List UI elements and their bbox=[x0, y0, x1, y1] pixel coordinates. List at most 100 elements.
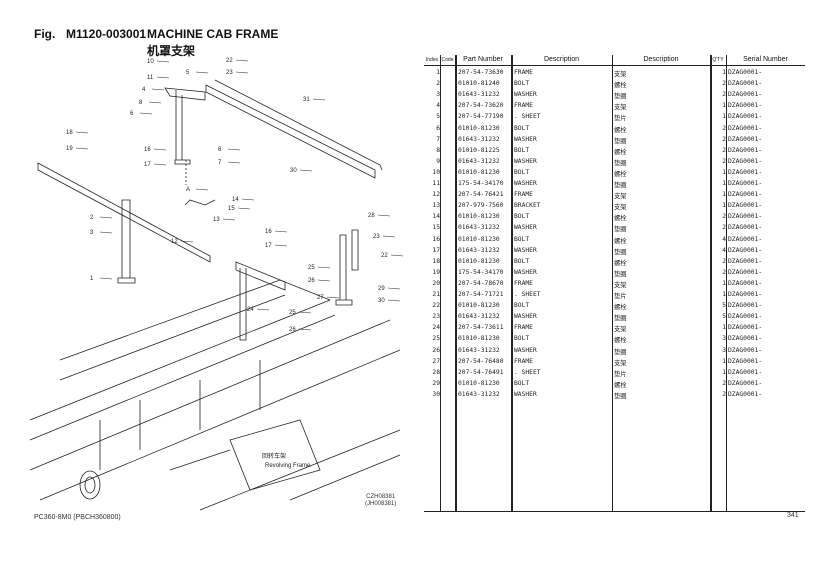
row-description-cn: 螺栓 bbox=[614, 126, 627, 134]
row-description-cn: 垫圈 bbox=[614, 248, 627, 256]
callout-label: 6 bbox=[218, 147, 222, 153]
header-index: Index bbox=[425, 57, 439, 63]
row-index: 14 bbox=[432, 213, 440, 221]
row-part-number: 207-54-76480 bbox=[458, 357, 504, 365]
row-description: BOLT bbox=[514, 213, 530, 221]
callout-label: 15 bbox=[228, 206, 235, 212]
row-qty: 2 bbox=[722, 80, 726, 88]
row-description-cn: 垫圈 bbox=[614, 226, 627, 234]
frame-label-cn: 回转车架 bbox=[262, 452, 286, 460]
row-description-cn: 螺栓 bbox=[614, 215, 627, 223]
row-serial: DZAG0001- bbox=[728, 224, 763, 232]
callout-label: 6 bbox=[130, 111, 134, 117]
row-serial: DZAG0001- bbox=[728, 268, 763, 276]
row-description: WASHER bbox=[514, 180, 537, 187]
row-serial: DZAG0001- bbox=[728, 257, 763, 265]
row-qty: 2 bbox=[722, 213, 726, 221]
callout-leader-line bbox=[153, 148, 167, 151]
callout-leader-line bbox=[241, 198, 255, 201]
row-qty: 1 bbox=[722, 180, 726, 187]
row-qty: 1 bbox=[722, 279, 726, 287]
row-qty: 1 bbox=[722, 191, 726, 199]
row-description: WASHER bbox=[514, 313, 537, 321]
callout-label: 24 bbox=[247, 307, 254, 313]
row-index: 16 bbox=[432, 235, 440, 243]
row-description: WASHER bbox=[514, 224, 537, 232]
row-description: BOLT bbox=[514, 168, 530, 176]
callout-label: 8 bbox=[139, 100, 143, 106]
row-qty: 2 bbox=[722, 124, 726, 132]
callout-leader-line bbox=[156, 76, 170, 79]
callout-leader-line bbox=[387, 299, 401, 302]
callout-label: 19 bbox=[66, 146, 73, 152]
row-index: 9 bbox=[436, 157, 440, 165]
row-qty: 2 bbox=[722, 91, 726, 99]
row-description: FRAME bbox=[514, 69, 533, 76]
row-serial: DZAG0001- bbox=[728, 235, 763, 243]
callout-label: 17 bbox=[265, 243, 272, 249]
row-description: BOLT bbox=[514, 124, 530, 132]
row-qty: 1 bbox=[722, 69, 726, 76]
row-qty: 2 bbox=[722, 146, 726, 154]
callout-leader-line bbox=[235, 59, 249, 62]
row-description: . SHEET bbox=[514, 368, 541, 376]
callout-leader-line bbox=[274, 230, 288, 233]
row-part-number: 01643-31232 bbox=[458, 135, 500, 143]
callout-label: 23 bbox=[373, 234, 380, 240]
row-serial: DZAG0001- bbox=[728, 180, 763, 187]
callout-label: 26 bbox=[289, 327, 296, 333]
row-serial: DZAG0001- bbox=[728, 157, 763, 165]
row-description: BRACKET bbox=[514, 202, 541, 210]
row-description-cn: 垫圈 bbox=[614, 270, 627, 278]
row-qty: 1 bbox=[722, 357, 726, 365]
row-serial: DZAG0001- bbox=[728, 91, 763, 99]
callout-leader-line bbox=[99, 216, 113, 219]
row-index: 29 bbox=[432, 379, 440, 387]
row-part-number: 207-54-77190 bbox=[458, 113, 504, 121]
row-part-number: 207-54-73620 bbox=[458, 102, 504, 110]
row-part-number: 01010-81240 bbox=[458, 80, 500, 88]
row-part-number: 01010-81230 bbox=[458, 124, 500, 132]
row-index: 12 bbox=[432, 191, 440, 199]
row-description: WASHER bbox=[514, 246, 537, 254]
callout-label: 2 bbox=[90, 215, 94, 221]
row-description: . SHEET bbox=[514, 113, 541, 121]
callout-label: 22 bbox=[381, 253, 388, 259]
row-serial: DZAG0001- bbox=[728, 168, 763, 176]
row-serial: DZAG0001- bbox=[728, 202, 763, 210]
row-description: BOLT bbox=[514, 80, 530, 88]
callout-leader-line bbox=[326, 296, 340, 299]
figure-code: M1120-003001 bbox=[66, 27, 147, 41]
row-index: 19 bbox=[432, 268, 440, 276]
row-part-number: 207-54-76421 bbox=[458, 191, 504, 199]
callout-leader-line bbox=[317, 266, 331, 269]
revolving-frame-drawing bbox=[29, 279, 401, 511]
row-description: FRAME bbox=[514, 357, 533, 365]
row-description: WASHER bbox=[514, 135, 537, 143]
row-description-cn: 垫圈 bbox=[614, 159, 627, 167]
fig-label: Fig. bbox=[34, 27, 56, 41]
row-description: WASHER bbox=[514, 346, 537, 354]
callout-label: 16 bbox=[144, 147, 151, 153]
callout-label: 17 bbox=[144, 162, 151, 168]
row-part-number: 207-54-71721 bbox=[458, 291, 504, 298]
row-serial: DZAG0001- bbox=[728, 113, 763, 121]
row-index: 28 bbox=[432, 368, 440, 376]
row-description-cn: 垫圈 bbox=[614, 348, 627, 356]
row-index: 4 bbox=[436, 102, 440, 110]
row-description-cn: 支架 bbox=[614, 71, 627, 78]
callout-label: 5 bbox=[186, 70, 190, 76]
row-description-cn: 垫圈 bbox=[614, 137, 627, 145]
callout-label: 14 bbox=[232, 197, 239, 203]
